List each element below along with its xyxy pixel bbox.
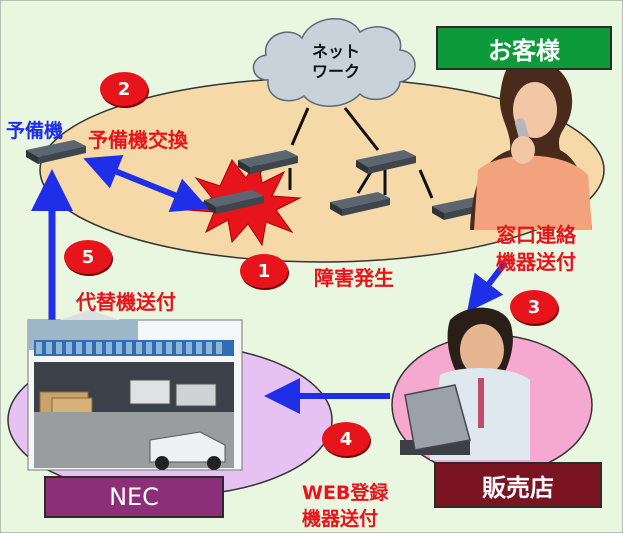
failure-label: 障害発生 — [314, 266, 394, 290]
warehouse-icon — [27, 310, 243, 471]
spare-label: 予備機 — [6, 120, 64, 142]
swap-label: 予備機交換 — [88, 128, 188, 152]
swap-arrow — [83, 155, 209, 212]
step-badge-1: 1 — [240, 254, 288, 288]
web-label: WEB登録 機器送付 — [302, 482, 389, 530]
nec-box: NEC — [44, 476, 224, 518]
nec-label: NEC — [109, 483, 159, 511]
step-badge-2: 2 — [100, 72, 148, 106]
shop-box: 販売店 — [434, 462, 602, 508]
contact-arrow — [467, 261, 508, 313]
switch-icon — [356, 150, 416, 174]
replacement-label: 代替機送付 — [76, 290, 176, 314]
shop-label: 販売店 — [482, 473, 554, 502]
step-badge-4: 4 — [322, 422, 370, 456]
switch-icon — [26, 140, 86, 164]
network-label: ネット ワーク — [312, 42, 361, 81]
switch-icon — [330, 192, 390, 216]
contact-label: 窓口連絡 機器送付 — [496, 223, 576, 274]
customer-label: お客様 — [488, 36, 560, 65]
customer-box: お客様 — [436, 26, 612, 70]
switch-icon — [238, 150, 298, 174]
laptop-person-icon — [400, 307, 530, 460]
step-badge-5: 5 — [64, 240, 112, 274]
phone-person-icon — [470, 58, 592, 230]
step-badge-3: 3 — [510, 290, 558, 324]
cloud-icon — [252, 18, 416, 107]
